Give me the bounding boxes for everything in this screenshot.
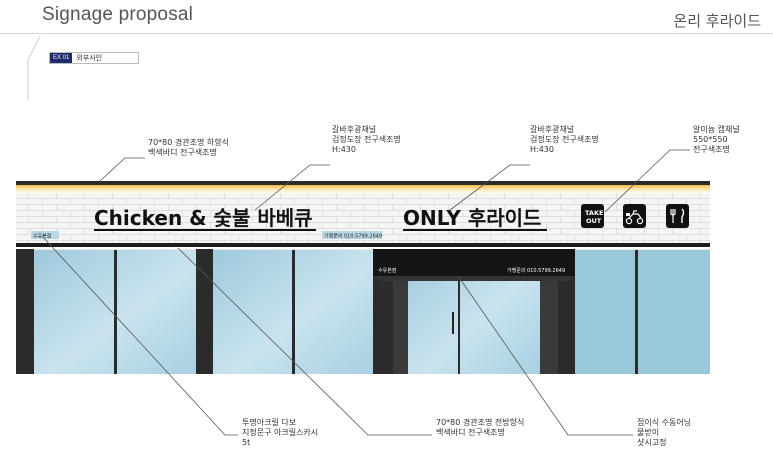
page-title: Signage proposal [42, 4, 194, 25]
franchise-inquiry-text: 가맹문의 010.5799.2649 [324, 233, 382, 240]
callout-bottom-left: 투명아크릴 다보 지정문구 아크릴스카시 5t [242, 418, 319, 447]
brand-name: 온리 후라이드 [673, 12, 761, 30]
pillar-3b [393, 262, 408, 374]
callout-top-mid: 갈바후광채널 검정도장 전구색조명 H:430 [332, 125, 401, 154]
leader-lines [41, 149, 690, 436]
decor-line [27, 35, 41, 100]
door-handle [452, 312, 454, 334]
fascia-light-glow [16, 185, 710, 193]
callout-bottom-mid: 70*80 경관조명 전방향식 백색바디 전구색조명 [436, 418, 525, 437]
pillar-4b [540, 262, 558, 374]
brick-fascia [16, 193, 710, 243]
awning-left-label: 수유본점 [378, 267, 396, 274]
sign-main-text: Chicken & 숯불 바베큐 [94, 206, 313, 230]
storefront-base [16, 249, 710, 374]
awning-edge [373, 276, 575, 281]
mullion-1 [114, 250, 117, 374]
takeout-line1: TAKE [585, 209, 603, 217]
small-store-label-box [31, 231, 59, 239]
callout-top-left: 70*80 경관조명 하향식 백색바디 전구색조명 [148, 138, 229, 157]
takeout-icon-box [581, 204, 604, 228]
section-tag-label: 외부사인 [76, 54, 103, 62]
sign-right-text: ONLY 후라이드 [403, 206, 541, 230]
mullion-4 [635, 250, 638, 374]
door-split [458, 276, 460, 374]
section-tag-code: EX 01 [50, 53, 73, 63]
pillar-4 [558, 249, 575, 374]
delivery-scooter-icon [623, 204, 646, 228]
callout-top-right: 갈바후광채널 검정도장 전구색조명 H:430 [530, 125, 599, 154]
section-tag: EX 01 외부사인 [49, 52, 139, 64]
pillar-2 [196, 249, 213, 374]
awning-right-text: 가맹문의 010.5799.2649 [507, 267, 565, 274]
takeout-line2: OUT [586, 217, 602, 225]
pillar-3 [373, 249, 393, 374]
franchise-inquiry-box [322, 231, 382, 239]
callout-top-far-right: 알미늄 캡채널 550*550 전구색조명 [693, 125, 740, 154]
header-divider [0, 33, 773, 34]
small-store-label: 수유본점 [33, 233, 51, 240]
callout-bottom-right: 접이식 수동어닝 물받이 샷시고정 [637, 418, 692, 447]
pillar-1 [16, 249, 34, 374]
fascia-top-band [16, 181, 710, 185]
folding-awning [373, 249, 575, 276]
glass-door [408, 250, 540, 374]
glass-panel-4 [575, 250, 710, 374]
glass-panel-2 [213, 250, 373, 374]
fork-knife-icon [666, 204, 689, 228]
mullion-2 [292, 250, 295, 374]
glass-panel-1 [34, 250, 196, 374]
fascia-bottom-band [16, 243, 710, 247]
